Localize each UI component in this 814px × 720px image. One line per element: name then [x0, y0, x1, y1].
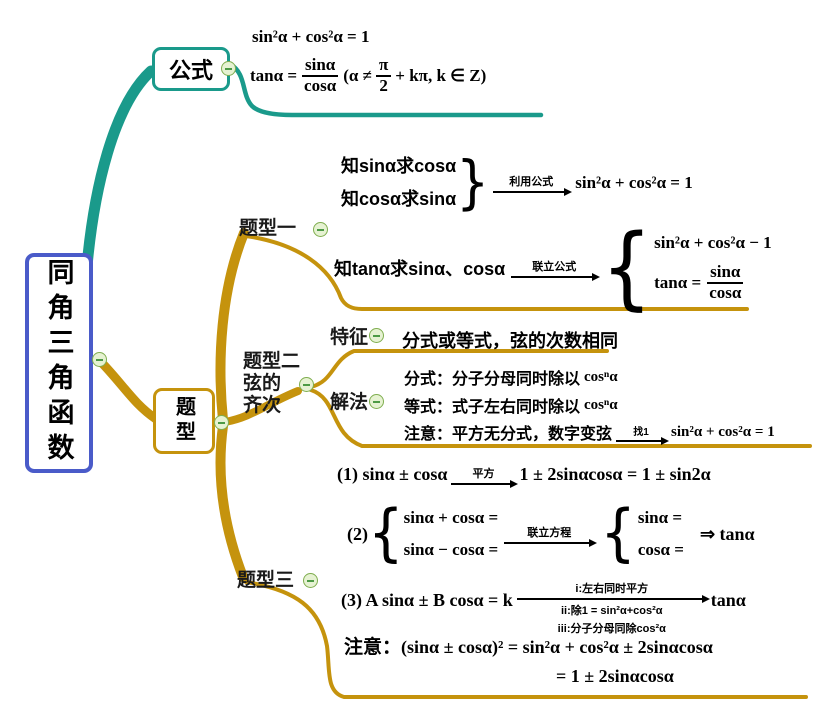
simultaneous-equations-arrow: 联立方程: [504, 524, 598, 547]
row3-result: tanα: [710, 589, 746, 610]
type3-note[interactable]: 注意： (sinα ± cosα)² = sin²α + cos²α ± 2si…: [344, 632, 713, 659]
solve-collapse-icon[interactable]: [369, 394, 384, 409]
square-arrow: 平方: [451, 465, 519, 488]
type2-collapse-icon[interactable]: [299, 377, 314, 392]
type3-row1[interactable]: (1) sinα ± cosα 平方 1 ± 2sinαcosα = 1 ± s…: [337, 464, 711, 488]
type3-label[interactable]: 题型三: [237, 570, 295, 591]
tangent-identity[interactable]: tanα = sinα cosα (α ≠ π 2 + kπ, k ∈ Z): [250, 55, 487, 95]
left-brace: [600, 506, 636, 562]
note-line1: (sinα ± cosα)² = sin²α + cos²α ± 2sinαco…: [401, 637, 713, 657]
type1-know-tan-topic[interactable]: 知tanα求sinα、cosα 联立公式 sin²α + cos²α − 1 t…: [334, 222, 772, 314]
tan-condition-post: + kπ, k ∈ Z): [395, 65, 487, 85]
row2-result: ⇒ tanα: [699, 523, 755, 544]
use-formula-arrow: 利用公式: [493, 173, 573, 196]
feature-text[interactable]: 分式或等式，弦的次数相同: [402, 331, 618, 351]
left-brace: [601, 228, 652, 309]
know-tan-line: 知tanα求sinα、cosα: [334, 259, 506, 279]
formula-node-label: 公式: [168, 58, 213, 83]
find-one-arrow: 找1: [616, 423, 670, 445]
feature-collapse-icon[interactable]: [369, 328, 384, 343]
solve-fraction-rule[interactable]: 分式：分子分母同时除以 cosⁿα: [404, 368, 618, 389]
types-node-label: 题型: [172, 396, 195, 446]
root-label: 同角三角函数: [43, 258, 74, 468]
system-line2: tanα = sinα cosα: [654, 263, 772, 302]
type3-row2[interactable]: (2) sinα + cosα = sinα − cosα = 联立方程 sin…: [347, 502, 755, 566]
type1-collapse-icon[interactable]: [313, 222, 328, 237]
types-node[interactable]: 题型: [153, 388, 215, 454]
type1-label[interactable]: 题型一: [239, 218, 297, 239]
formula-node[interactable]: 公式: [152, 47, 230, 91]
know-cos-line: 知cosα求sinα: [341, 189, 457, 209]
solve-label[interactable]: 解法: [330, 392, 369, 413]
right-brace: [456, 157, 489, 209]
use-formula-result: sin²α + cos²α = 1: [575, 173, 693, 192]
know-sin-line: 知sinα求cosα: [341, 156, 457, 176]
tan-fraction: sinα cosα: [706, 263, 744, 302]
types-collapse-icon[interactable]: [214, 415, 229, 430]
note-label: 注意：: [344, 637, 402, 658]
pythagorean-identity[interactable]: sin²α + cos²α = 1: [252, 27, 370, 46]
solve-note-rule[interactable]: 注意：平方无分式，数字变弦 找1 sin²α + cos²α = 1: [404, 423, 775, 445]
three-step-arrow: i:左右同时平方 ii:除1 = sin²α+cos²α iii:分子分母同除c…: [516, 580, 710, 636]
type1-know-sincos-topic[interactable]: 知sinα求cosα 知cosα求sinα 利用公式 sin²α + cos²α…: [341, 150, 693, 216]
formula-collapse-icon[interactable]: [221, 61, 236, 76]
type3-row3[interactable]: (3) A sinα ± B cosα = k i:左右同时平方 ii:除1 =…: [341, 572, 746, 635]
tan-condition-pre: (α ≠: [343, 65, 372, 85]
system-line1: sin²α + cos²α − 1: [654, 233, 772, 253]
type3-collapse-icon[interactable]: [303, 573, 318, 588]
left-brace: [368, 506, 404, 562]
tan-fraction: sinα cosα: [301, 55, 339, 95]
join-formula-arrow: 联立公式: [511, 258, 601, 281]
root-collapse-icon[interactable]: [92, 352, 107, 367]
pi-over-two-fraction: π 2: [375, 55, 392, 95]
type2-label[interactable]: 题型二 弦的 齐次: [243, 351, 301, 416]
note-line2: = 1 ± 2sinαcosα: [556, 666, 674, 686]
tan-lhs: tanα =: [250, 65, 298, 85]
solve-equation-rule[interactable]: 等式：式子左右同时除以 cosⁿα: [404, 396, 618, 417]
root-node[interactable]: 同角三角函数: [25, 253, 93, 473]
feature-label[interactable]: 特征: [330, 327, 369, 348]
row2-index: (2): [347, 523, 368, 544]
